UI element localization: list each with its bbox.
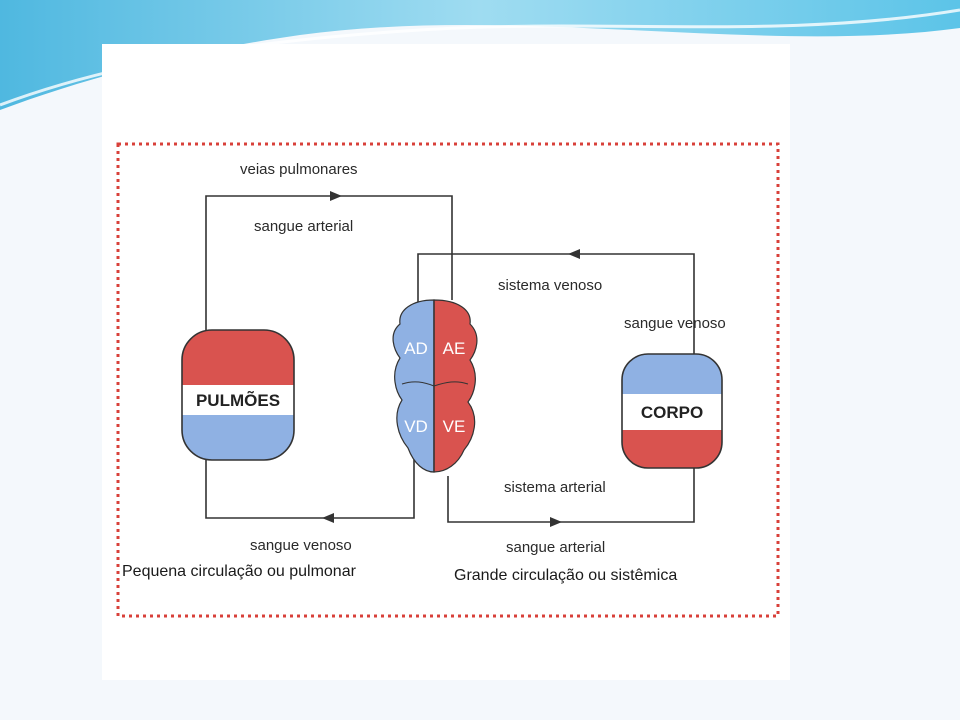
arterial-system-line	[447, 468, 695, 523]
arrow-pulmonary-artery	[322, 513, 334, 523]
lungs-label: PULMÕES	[196, 390, 280, 410]
flow-arrows	[322, 191, 580, 527]
circulation-diagram: PULMÕES CORPO AD AE VD VE veias pulmonar	[116, 142, 780, 618]
chamber-ve: VE	[443, 417, 466, 436]
arrow-arterial-system	[550, 517, 562, 527]
lungs-organ: PULMÕES	[181, 329, 295, 461]
circulation-figure: PULMÕES CORPO AD AE VD VE veias pulmonar	[102, 44, 790, 680]
body-label: CORPO	[641, 403, 703, 422]
arrow-pulmonary-vein	[330, 191, 342, 201]
chamber-ad: AD	[404, 339, 428, 358]
pulmonary-vein-line	[205, 195, 453, 330]
chamber-vd: VD	[404, 417, 428, 436]
body-organ: CORPO	[621, 353, 723, 469]
heart-right-side	[392, 299, 435, 473]
dotted-frame	[116, 142, 780, 618]
label-small-circulation: Pequena circulação ou pulmonar	[122, 563, 357, 580]
label-large-circulation: Grande circulação ou sistêmica	[454, 567, 677, 584]
label-venous-system: sistema venoso	[498, 277, 602, 294]
label-right-venous-blood: sangue venoso	[624, 315, 726, 332]
label-bottom-arterial-blood: sangue arterial	[506, 539, 605, 556]
heart: AD AE VD VE	[392, 299, 478, 473]
heart-left-side	[433, 299, 478, 473]
arrow-venous-system	[568, 249, 580, 259]
label-top-arterial-blood: sangue arterial	[254, 218, 353, 235]
venous-system-line	[417, 253, 695, 356]
label-arterial-system: sistema arterial	[504, 479, 606, 496]
chamber-ae: AE	[443, 339, 466, 358]
label-pulmonary-veins: veias pulmonares	[240, 161, 358, 178]
label-bottom-venous-blood: sangue venoso	[250, 537, 352, 554]
